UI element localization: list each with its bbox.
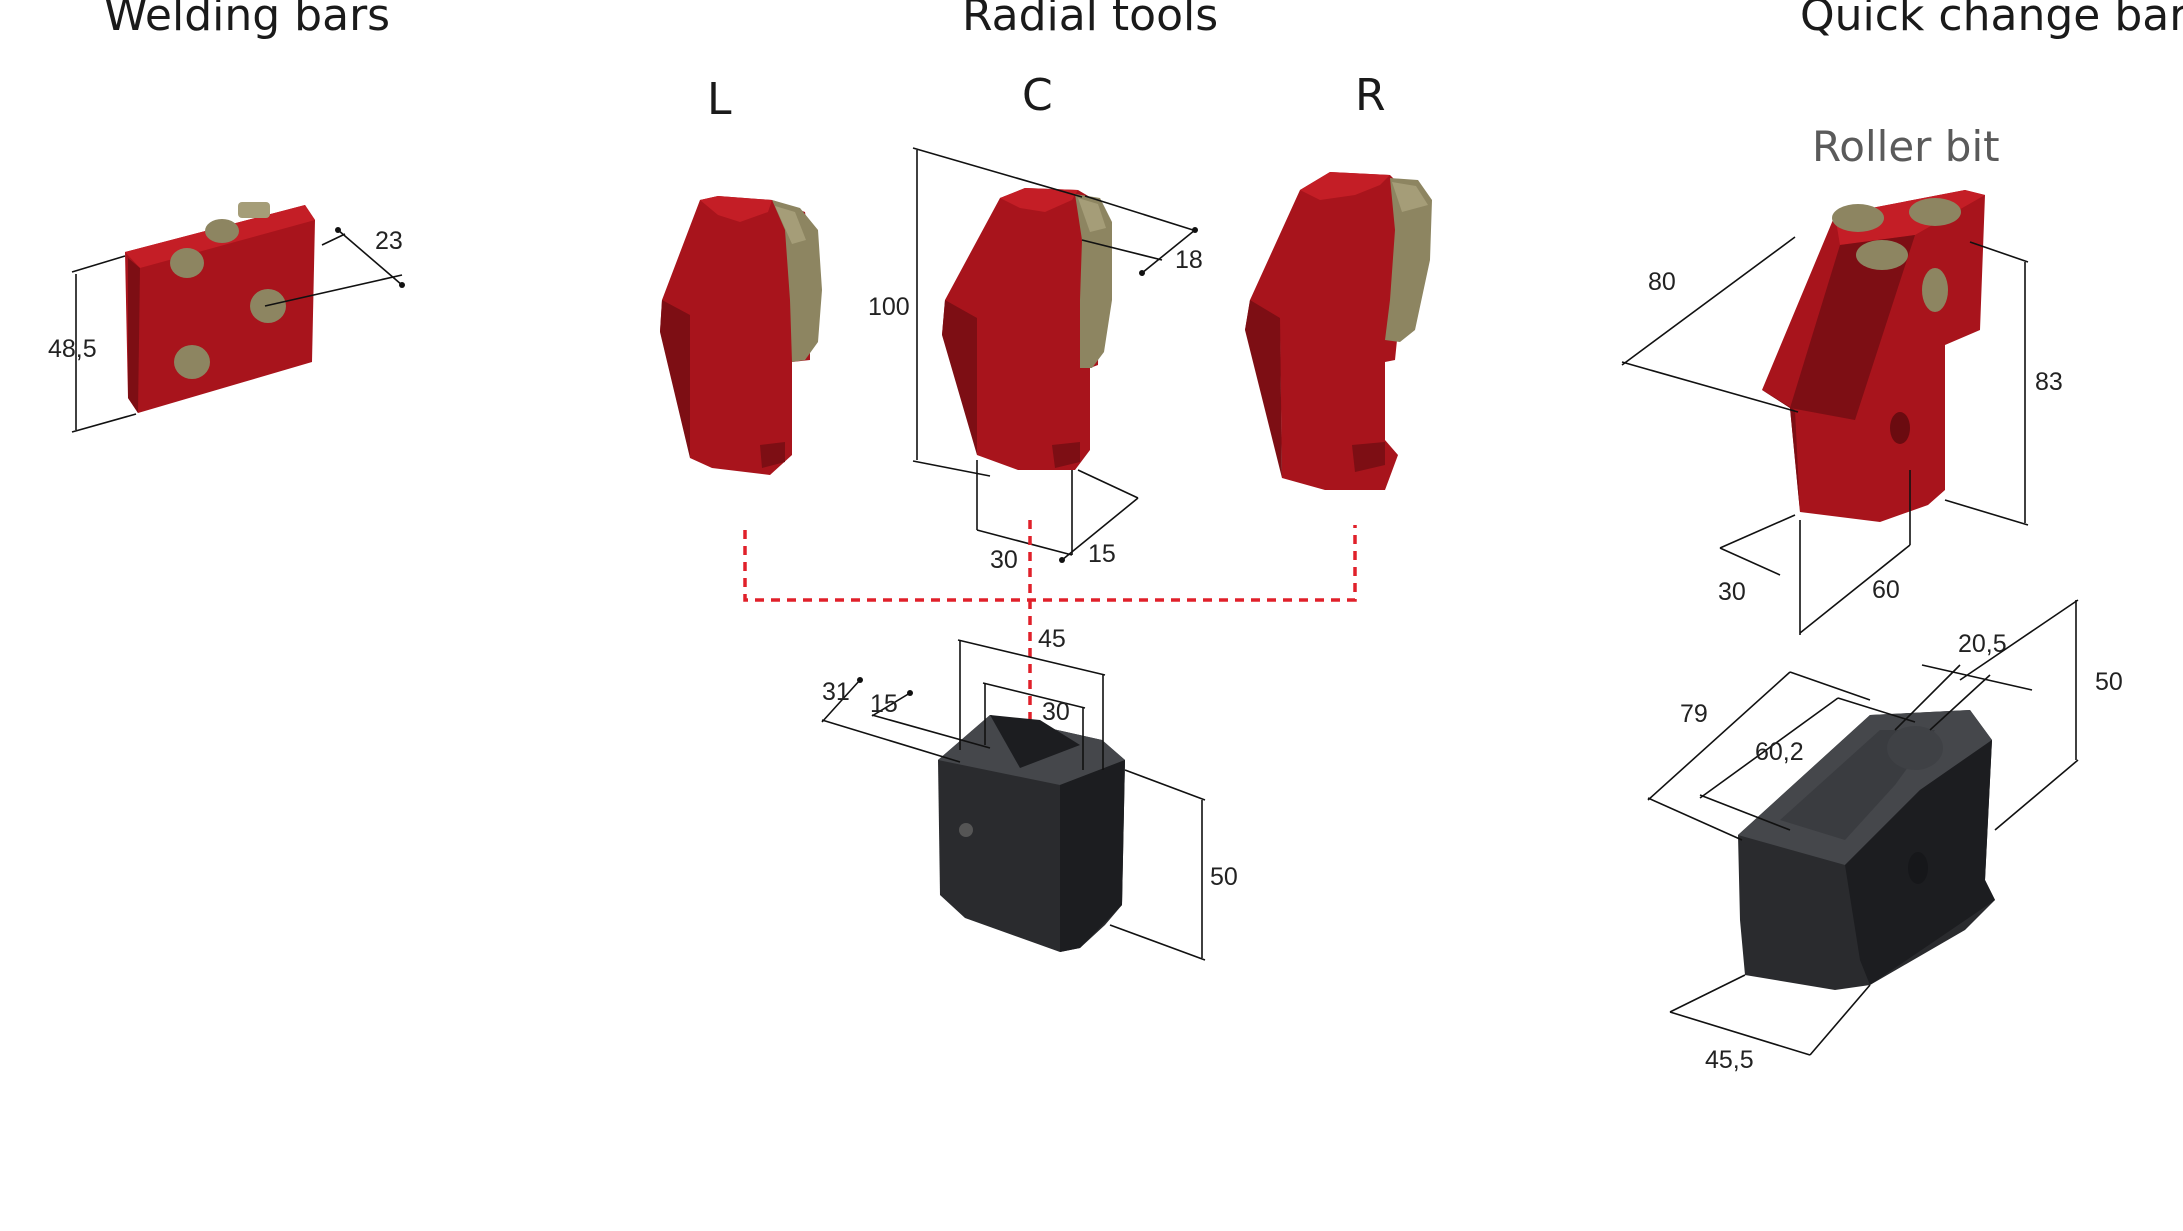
radial-tool-r [1245,172,1432,490]
dim-holder-inner: 30 [1042,698,1070,726]
dim-roller-length: 80 [1648,268,1676,296]
dim-radial-width: 30 [990,546,1018,574]
dim-roller-height: 83 [2035,368,2063,396]
variant-label-c: C [1022,70,1053,121]
dim-roller-base: 60 [1872,576,1900,604]
dim-radial-tip: 18 [1175,246,1203,274]
dim-qc-width: 45,5 [1705,1046,1754,1074]
dim-holder-height: 50 [1210,863,1238,891]
dim-holder-depth-outer: 31 [822,678,850,706]
roller-bit-dimensions: 80 83 30 60 [1621,236,2063,635]
variant-label-r: R [1355,70,1386,121]
fit-connector [743,520,1357,748]
welding-bar-part [125,202,315,413]
roller-bit-part [1762,190,1985,522]
welding-bars-title: Welding bars [104,0,391,41]
dim-qc-inner: 60,2 [1755,738,1804,766]
dim-roller-shank: 30 [1718,578,1746,606]
quick-change-holder-block [1738,710,1995,990]
dim-radial-height: 100 [868,293,910,321]
radial-tool-dimensions: 100 18 30 15 [868,147,1203,574]
dim-qc-length: 79 [1680,700,1708,728]
variant-label-l: L [707,74,732,125]
radial-holder-dimensions: 45 30 31 15 50 [821,625,1238,961]
radial-tools-title: Radial tools [962,0,1219,41]
dim-welding-height: 48,5 [48,335,97,363]
dim-holder-outer: 45 [1038,625,1066,653]
dim-welding-depth: 23 [375,227,403,255]
welding-dimensions: 48,5 23 [48,227,405,433]
radial-holder-block [938,715,1125,952]
quick-change-bars-title: Quick change bars [1800,0,2183,41]
dim-qc-height: 50 [2095,668,2123,696]
radial-tool-c [942,188,1112,470]
quick-change-holder-dimensions: 79 60,2 20,5 50 45,5 [1647,599,2123,1074]
roller-bit-subtitle: Roller bit [1812,122,2000,171]
radial-tool-l [660,196,822,475]
dim-holder-depth-inner: 15 [870,690,898,718]
dim-radial-thickness: 15 [1088,540,1116,568]
